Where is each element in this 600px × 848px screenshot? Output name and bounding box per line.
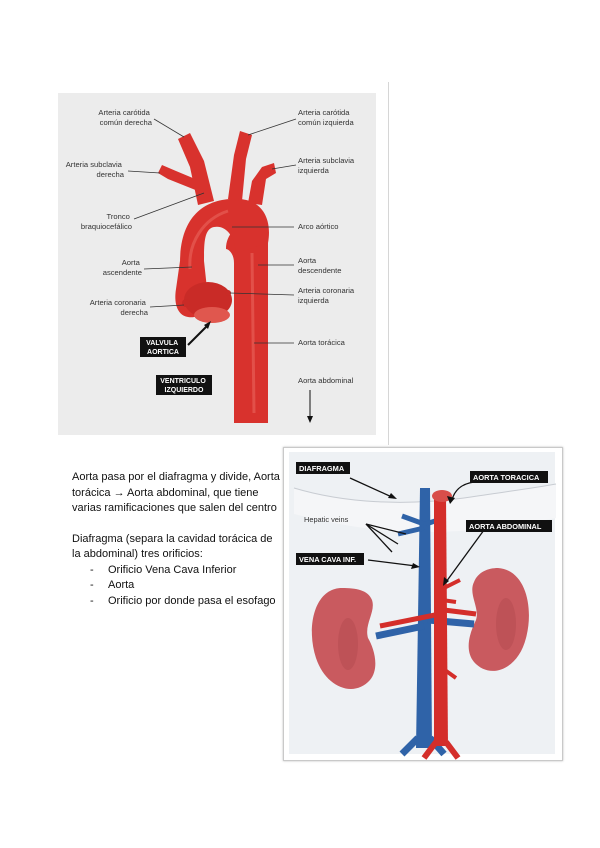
label-brachiocephalic: Tronco braquiocefálico bbox=[81, 212, 132, 231]
svg-text:DIAFRAGMA: DIAFRAGMA bbox=[299, 464, 345, 473]
valve-tag: VALVULA AORTICA bbox=[140, 337, 186, 357]
svg-text:AORTA ABDOMINAL: AORTA ABDOMINAL bbox=[469, 522, 542, 531]
label-carotid-left: Arteria carótida común izquierda bbox=[298, 108, 354, 127]
aorta-anatomy-figure: Arteria carótida común derecha Arteria c… bbox=[58, 93, 376, 435]
list-item: -Aorta bbox=[72, 578, 284, 594]
label-coronary-left: Arteria coronaria izquierda bbox=[298, 286, 356, 305]
abdominal-anatomy-figure: DIAFRAGMA AORTA TORACICA AORTA ABDOMINAL… bbox=[283, 447, 563, 761]
svg-text:AORTA TORACICA: AORTA TORACICA bbox=[473, 473, 540, 482]
label-hepatic-veins: Hepatic veins bbox=[304, 515, 349, 524]
svg-text:VENA CAVA INF.: VENA CAVA INF. bbox=[299, 555, 356, 564]
tag-diaphragm: DIAFRAGMA bbox=[296, 462, 350, 474]
list-item: -Orificio Vena Cava Inferior bbox=[72, 563, 284, 579]
label-thoracic: Aorta torácica bbox=[298, 338, 346, 347]
notes-text: Aorta pasa por el diafragma y divide, Ao… bbox=[72, 470, 284, 609]
label-subclavian-left: Arteria subclavia izquierda bbox=[298, 156, 356, 175]
orifice-list: -Orificio Vena Cava Inferior -Aorta -Ori… bbox=[72, 563, 284, 610]
abdominal-illustration: DIAFRAGMA AORTA TORACICA AORTA ABDOMINAL… bbox=[284, 448, 562, 760]
label-ascending: Aorta ascendente bbox=[103, 258, 142, 277]
list-item: -Orificio por donde pasa el esofago bbox=[72, 594, 284, 610]
aorta-illustration: Arteria carótida común derecha Arteria c… bbox=[58, 93, 376, 435]
label-carotid-right: Arteria carótida común derecha bbox=[98, 108, 152, 127]
label-descending: Aorta descendente bbox=[298, 256, 342, 275]
tag-vena-cava: VENA CAVA INF. bbox=[296, 553, 364, 565]
label-coronary-right: Arteria coronaria derecha bbox=[90, 298, 149, 317]
paragraph-aorta: Aorta pasa por el diafragma y divide, Ao… bbox=[72, 470, 284, 517]
divider-line bbox=[388, 82, 389, 445]
tag-abdominal-aorta: AORTA ABDOMINAL bbox=[466, 520, 552, 532]
label-abdominal: Aorta abdominal bbox=[298, 376, 354, 385]
tag-thoracic-aorta: AORTA TORACICA bbox=[470, 471, 548, 483]
label-aortic-arch: Arco aórtico bbox=[298, 222, 339, 231]
ventricle-tag: VENTRICULO IZQUIERDO bbox=[156, 375, 212, 395]
paragraph-diaphragm: Diafragma (separa la cavidad torácica de… bbox=[72, 532, 284, 563]
label-subclavian-right: Arteria subclavia derecha bbox=[66, 160, 125, 179]
